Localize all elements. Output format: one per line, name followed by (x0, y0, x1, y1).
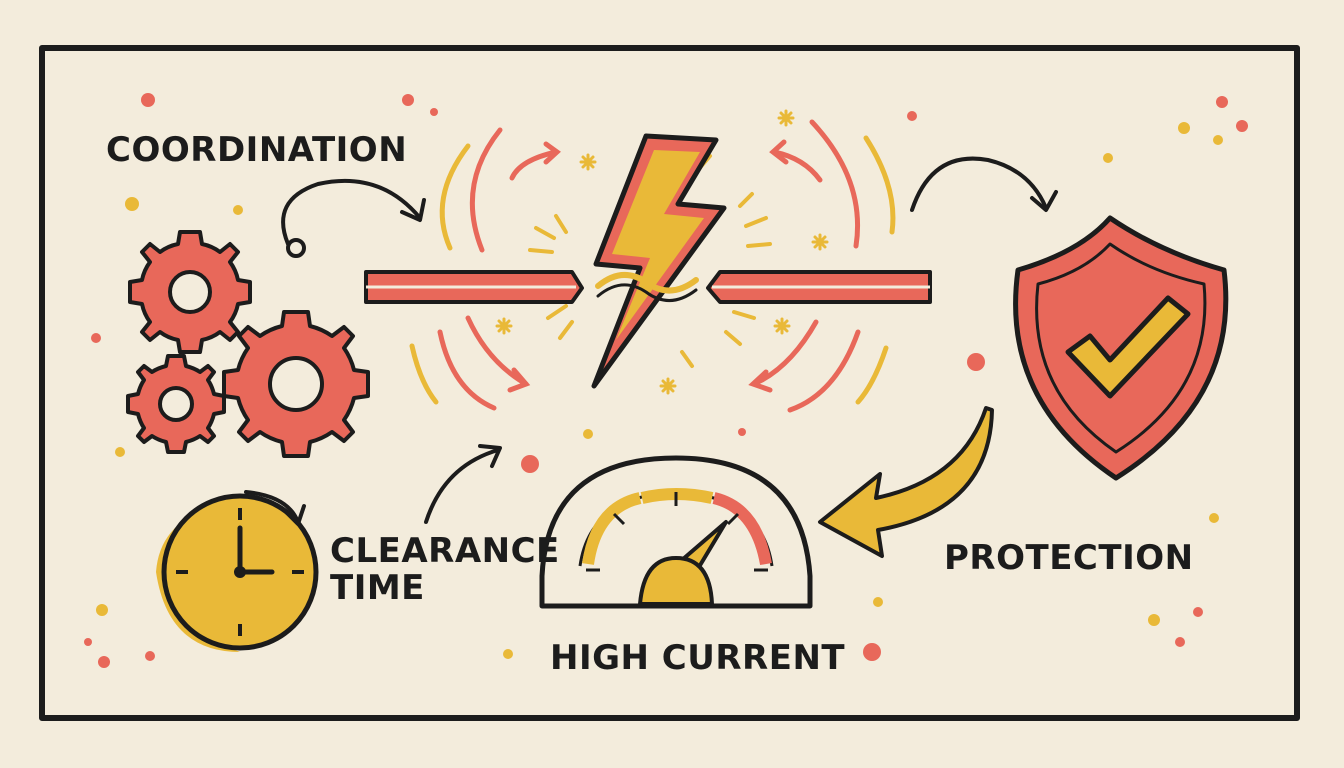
gauge-icon (539, 455, 813, 609)
label-high-current: HIGH CURRENT (550, 638, 846, 678)
confetti-dots (84, 93, 1248, 668)
arrow-protection-to-gauge (818, 406, 994, 558)
arrow-wire-to-shield (910, 156, 1058, 212)
arrow-coordination-to-wire (281, 178, 426, 258)
sparkles (495, 109, 829, 395)
label-clearance-line1: CLEARANCE (330, 531, 560, 571)
gears-icon (126, 230, 370, 458)
arrow-clearance-to-center (424, 444, 502, 524)
lightning-bolt-icon (591, 133, 727, 389)
frame-border (39, 45, 1300, 721)
clock-icon (156, 490, 319, 652)
label-clearance-line2: TIME (330, 567, 425, 608)
shield-check-icon (1013, 215, 1229, 481)
label-clearance-time: CLEARANCE TIME (330, 533, 560, 606)
energy-arcs (409, 119, 896, 413)
broken-wire-icon (364, 270, 932, 304)
label-protection: PROTECTION (944, 538, 1194, 578)
label-coordination: COORDINATION (106, 130, 408, 170)
